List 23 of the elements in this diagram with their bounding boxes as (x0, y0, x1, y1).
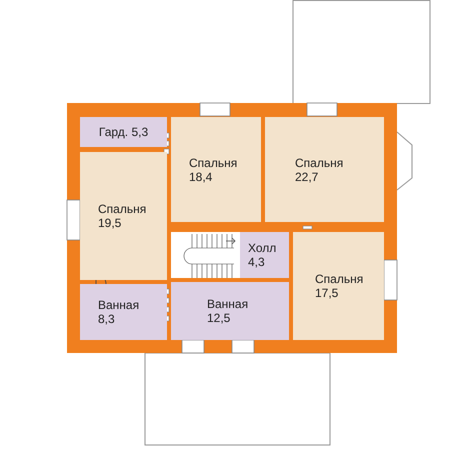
room-name: Гард. 5,3 (98, 125, 148, 139)
room (293, 232, 384, 340)
room-name: Спальня (315, 272, 364, 286)
room-name: Ванная (207, 297, 248, 311)
room-name: Холл (248, 241, 276, 255)
room-area: 8,3 (98, 312, 115, 326)
room-name: Спальня (189, 156, 238, 170)
room-name: Ванная (98, 298, 140, 312)
room (171, 282, 289, 340)
room-area: 19,5 (98, 216, 122, 230)
room (80, 152, 167, 280)
room-area: 17,5 (315, 286, 338, 300)
room (80, 284, 167, 340)
room-area: 4,3 (248, 255, 265, 269)
room-name: Спальня (295, 156, 344, 170)
room-area: 12,5 (207, 311, 230, 325)
room-area: 18,4 (189, 170, 212, 184)
room (240, 232, 289, 278)
room (80, 117, 167, 147)
room-name: Спальня (98, 202, 146, 216)
room-area: 22,7 (295, 170, 318, 184)
room (171, 117, 261, 222)
room (265, 117, 384, 222)
